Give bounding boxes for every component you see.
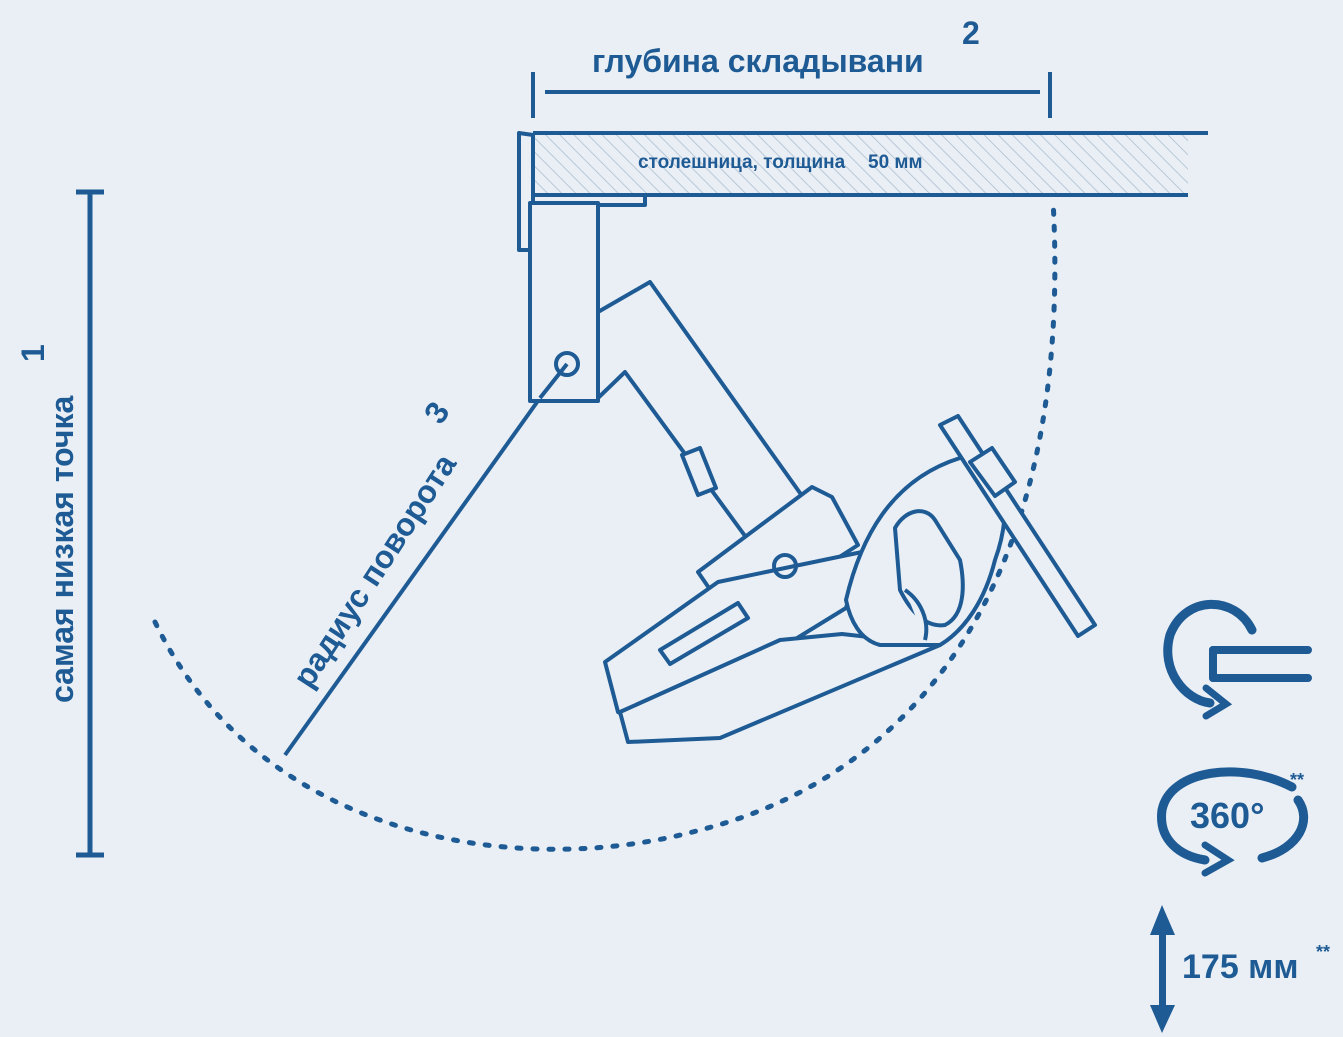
swing-radius-label: радиус поворота (286, 447, 464, 694)
swing-radius-line (283, 396, 542, 757)
bench-vise (603, 414, 1097, 744)
swing-arm (596, 280, 807, 542)
swivel-rotation-icon (1163, 599, 1312, 720)
fold-depth-label: глубина складывани (592, 43, 924, 79)
height-footnote: ** (1316, 942, 1330, 962)
lowest-point-label: самая низкая точка (44, 396, 80, 703)
swing-radius-number: 3 (417, 395, 457, 430)
fold-depth-number: 2 (962, 15, 980, 51)
swing-path-arc (152, 197, 1058, 852)
rotation-360-icon (1157, 767, 1309, 877)
height-adjust-arrow-icon (1150, 905, 1175, 1033)
countertop (533, 131, 1208, 197)
rotation-footnote: ** (1290, 770, 1304, 790)
fold-depth-dimension (531, 72, 1052, 118)
rotation-degrees: 360° (1190, 795, 1264, 836)
lowest-point-dimension (76, 189, 104, 858)
lowest-point-number: 1 (15, 344, 51, 362)
countertop-thickness-value: 50 мм (868, 152, 923, 173)
countertop-label: столешница, толщина (638, 152, 846, 173)
mounting-bracket (517, 131, 647, 403)
height-value: 175 мм (1182, 948, 1298, 986)
